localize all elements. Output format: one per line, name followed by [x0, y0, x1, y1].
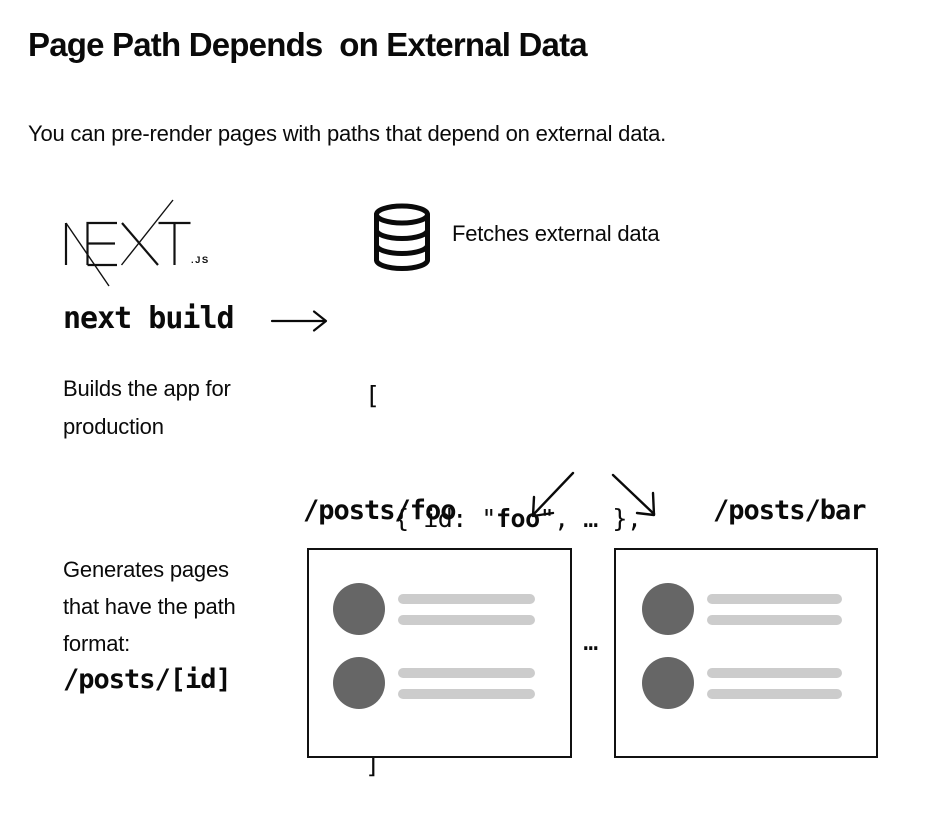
- page-title: Page Path Depends on External Data: [28, 26, 588, 63]
- text-lines: [707, 667, 842, 699]
- avatar: [333, 657, 385, 709]
- text-line: [707, 667, 842, 678]
- text-line: [398, 667, 535, 678]
- fan-out-arrows: [531, 471, 656, 518]
- list-item: [333, 583, 570, 635]
- avatar: [333, 583, 385, 635]
- list-item: [642, 657, 876, 709]
- text-lines: [398, 593, 535, 625]
- builds-description: Builds the app for production: [63, 376, 231, 439]
- nextjs-logo-js-suffix: .JS: [191, 255, 210, 266]
- text-line: [398, 593, 535, 604]
- text-line: [398, 688, 535, 699]
- text-lines: [707, 593, 842, 625]
- text-line: [707, 614, 842, 625]
- database-icon: [374, 203, 430, 271]
- list-item: [333, 657, 570, 709]
- page-mockup-posts-foo: [307, 548, 572, 758]
- page-mockup-posts-bar: [614, 548, 878, 758]
- path-format-label: /posts/[id]: [63, 664, 232, 695]
- avatar: [642, 583, 694, 635]
- generates-description: Generates pages that have the path forma…: [63, 557, 236, 656]
- next-build-command: next build: [63, 301, 235, 336]
- fetches-external-data-label: Fetches external data: [452, 221, 660, 246]
- text-line: [707, 593, 842, 604]
- posts-foo-path-label: /posts/foo: [303, 495, 457, 526]
- page-subtitle: You can pre-render pages with paths that…: [28, 121, 667, 146]
- nextjs-logo: .JS: [64, 199, 210, 287]
- avatar: [642, 657, 694, 709]
- arrow-right-icon: [270, 310, 328, 332]
- posts-bar-path-label: /posts/bar: [713, 495, 867, 526]
- text-line: [398, 614, 535, 625]
- list-item: [642, 583, 876, 635]
- code-line: [: [365, 381, 380, 410]
- text-lines: [398, 667, 535, 699]
- text-line: [707, 688, 842, 699]
- arrow-down-right-icon: [611, 473, 656, 517]
- arrow-down-left-icon: [531, 471, 575, 518]
